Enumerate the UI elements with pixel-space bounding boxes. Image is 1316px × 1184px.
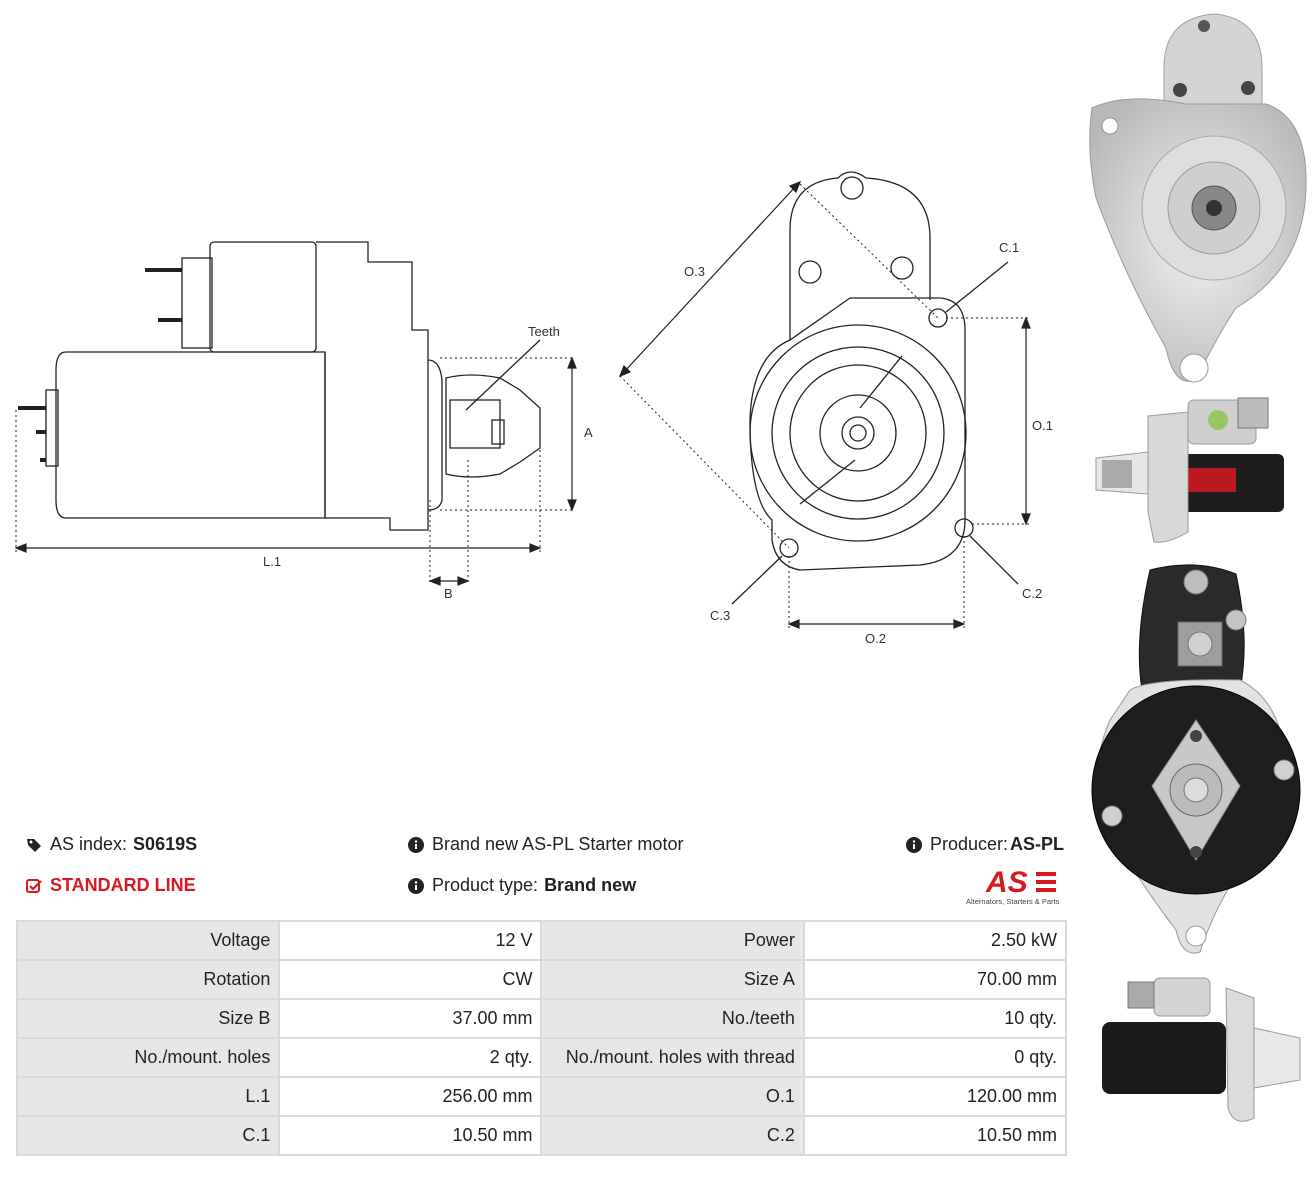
- spec-value: 0 qty.: [802, 1037, 1068, 1078]
- spec-value: 10 qty.: [802, 998, 1068, 1039]
- as-pl-logo: AS Alternators, Starters & Parts: [966, 866, 1060, 906]
- logo-mark: AS: [985, 866, 1028, 899]
- as-index-label: AS index:: [50, 834, 128, 854]
- spec-label: Voltage: [15, 920, 281, 961]
- producer-value: AS-PL: [1010, 834, 1065, 854]
- spec-value: 10.50 mm: [278, 1115, 543, 1156]
- as-index: AS index: S0619S: [26, 834, 197, 855]
- spec-label: No./mount. holes: [15, 1037, 281, 1078]
- label-c3: C.3: [710, 608, 730, 623]
- front-view-top: [789, 171, 931, 340]
- label-b: B: [444, 586, 453, 601]
- label-l1: L.1: [263, 554, 281, 569]
- spec-value: 256.00 mm: [278, 1076, 543, 1117]
- front-flange: [749, 297, 966, 571]
- producer-label: Producer:: [930, 834, 1009, 854]
- product-type-value: Brand new: [544, 875, 637, 895]
- spec-label: C.1: [15, 1115, 281, 1156]
- spec-label: Size B: [15, 998, 281, 1039]
- spec-label: Rotation: [15, 959, 281, 1000]
- spec-label: O.1: [540, 1076, 805, 1117]
- label-a: A: [584, 425, 593, 440]
- spec-label: L.1: [15, 1076, 281, 1117]
- brand-info: Brand new AS-PL Starter motor: [408, 834, 683, 855]
- spec-label: C.2: [540, 1115, 805, 1156]
- brand-text: Brand new AS-PL Starter motor: [432, 834, 684, 854]
- spec-label: No./teeth: [540, 998, 805, 1039]
- teeth-leader: [465, 339, 541, 411]
- spec-label: Size A: [540, 959, 805, 1000]
- drive-nose: [445, 374, 541, 478]
- as-index-value: S0619S: [133, 834, 198, 854]
- standard-line: STANDARD LINE: [26, 875, 196, 896]
- standard-line-label: STANDARD LINE: [50, 875, 196, 895]
- label-teeth: Teeth: [528, 324, 560, 339]
- photo-side-view-top: [1095, 397, 1284, 543]
- spec-value: 37.00 mm: [278, 998, 543, 1039]
- producer: Producer: AS-PL: [906, 834, 1064, 855]
- spec-value: 10.50 mm: [802, 1115, 1068, 1156]
- photo-side-view-bottom: [1102, 977, 1301, 1122]
- label-c2: C.2: [1022, 586, 1042, 601]
- spec-value: 2 qty.: [278, 1037, 543, 1078]
- hole-c1: [928, 308, 948, 328]
- solenoid-body: [209, 241, 317, 353]
- technical-drawing: Teeth A L.1 B: [14, 171, 1053, 646]
- info-icon: [408, 836, 424, 853]
- label-o2: O.2: [865, 631, 886, 646]
- motor-body: [55, 351, 326, 519]
- photo-rear-view: [1091, 564, 1301, 954]
- spec-label: Power: [540, 920, 805, 961]
- spec-label: No./mount. holes with thread: [540, 1037, 805, 1078]
- product-type: Product type: Brand new: [408, 875, 636, 896]
- tag-icon: [27, 838, 41, 852]
- label-o3: O.3: [684, 264, 705, 279]
- label-c1: C.1: [999, 240, 1019, 255]
- product-type-label: Product type:: [432, 875, 539, 895]
- label-o1: O.1: [1032, 418, 1053, 433]
- spec-value: 12 V: [278, 920, 543, 961]
- spec-value: 2.50 kW: [802, 920, 1068, 961]
- info-icon: [408, 877, 424, 894]
- logo-tagline: Alternators, Starters & Parts: [966, 897, 1060, 906]
- spec-value: 120.00 mm: [802, 1076, 1068, 1117]
- info-icon: [906, 836, 922, 853]
- spec-value: CW: [278, 959, 543, 1000]
- spec-value: 70.00 mm: [802, 959, 1068, 1000]
- checkbox-icon: [26, 878, 42, 893]
- photo-front-view: [1089, 13, 1307, 383]
